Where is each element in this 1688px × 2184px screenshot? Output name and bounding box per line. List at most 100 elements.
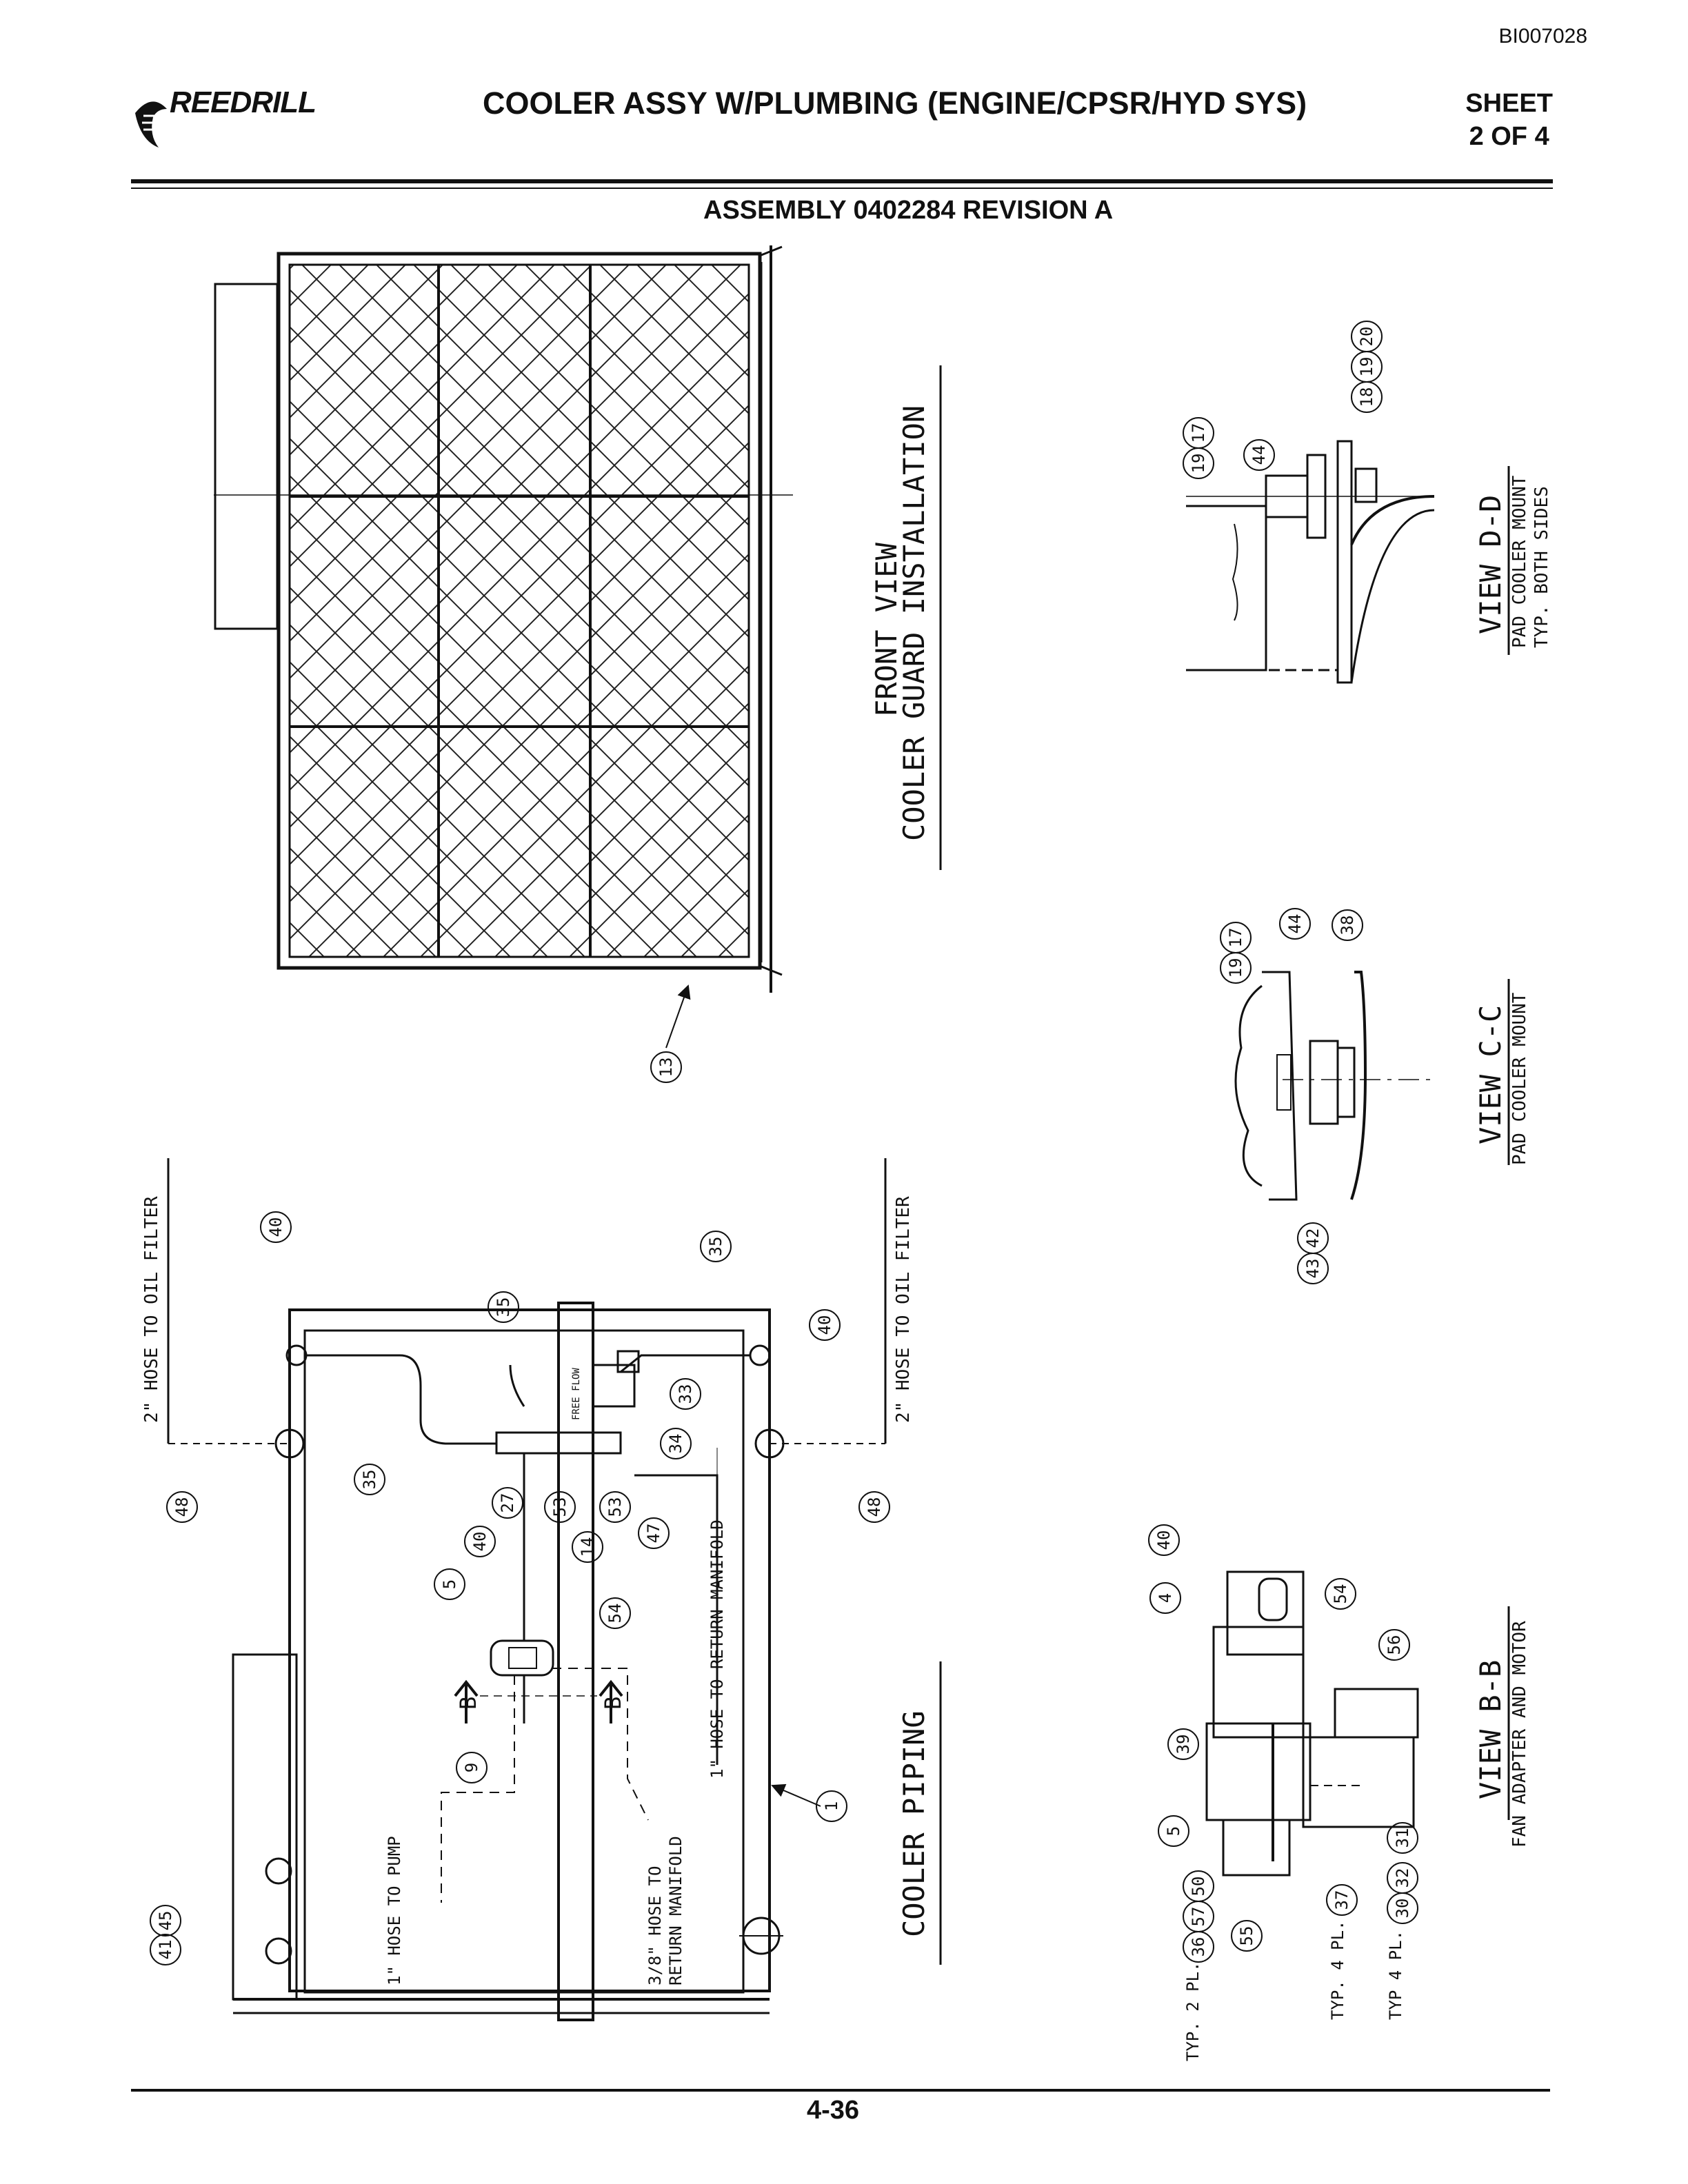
svg-text:54: 54 <box>605 1604 625 1624</box>
callout-13: 13 <box>650 1051 682 1083</box>
svg-text:1: 1 <box>822 1801 841 1811</box>
callout-31: 31 <box>1387 1822 1418 1854</box>
cooler-piping-view <box>167 1158 887 2021</box>
svg-text:35: 35 <box>360 1470 379 1490</box>
reedrill-logo-mark <box>135 101 167 148</box>
callout-32: 32 <box>1387 1862 1418 1894</box>
section-b-right: B <box>600 1697 626 1710</box>
callout-9: 9 <box>456 1752 488 1783</box>
callout-20: 20 <box>1351 321 1383 352</box>
callout-55: 55 <box>1231 1920 1263 1952</box>
sheet-indicator: SHEET 2 OF 4 <box>1465 87 1553 153</box>
check-valve-manifold <box>495 1431 622 1455</box>
svg-text:40: 40 <box>1154 1530 1174 1550</box>
svg-text:27: 27 <box>498 1493 517 1513</box>
svg-text:40: 40 <box>266 1217 285 1237</box>
svg-text:47: 47 <box>644 1524 663 1544</box>
hose-return-manifold-label: 1" HOSE TO RETURN MANIFOLD <box>707 1519 727 1779</box>
guard-frame <box>277 252 762 970</box>
cooler-outer-frame <box>288 1308 771 1992</box>
callout-35-right: 35 <box>700 1231 732 1262</box>
reedrill-logo-text: REEDRILL <box>170 85 316 119</box>
svg-text:45: 45 <box>156 1911 175 1931</box>
callout-40-right: 40 <box>809 1309 841 1341</box>
callout-1: 1 <box>816 1790 847 1822</box>
view-cc-subtitle: PAD COOLER MOUNT <box>1509 992 1530 1165</box>
callout-47: 47 <box>638 1517 670 1549</box>
free-flow-label: FREE FLOW <box>571 1368 582 1420</box>
sheet-label: SHEET <box>1465 89 1553 118</box>
callout-44-dd: 44 <box>1243 439 1275 471</box>
svg-text:33: 33 <box>676 1384 695 1404</box>
view-dd-subtitle2: TYP. BOTH SIDES <box>1531 486 1552 648</box>
svg-text:37: 37 <box>1332 1890 1352 1910</box>
callout-17-cc: 17 <box>1220 922 1252 953</box>
view-bb-title: VIEW B-B <box>1474 1660 1507 1799</box>
svg-text:50: 50 <box>1189 1877 1208 1897</box>
callout-39: 39 <box>1167 1728 1199 1760</box>
document-title: COOLER ASSY W/PLUMBING (ENGINE/CPSR/HYD … <box>483 85 1307 121</box>
svg-text:38: 38 <box>1338 916 1357 936</box>
callout-19-dd: 19 <box>1183 447 1214 479</box>
page-number: 4-36 <box>807 2096 860 2125</box>
cooler-center-beam <box>557 1302 594 2021</box>
view-cc-drawing <box>1234 971 1434 1201</box>
callout-45: 45 <box>150 1905 181 1937</box>
cooler-piping-title: COOLER PIPING <box>897 1710 931 1937</box>
callout-19-dd-b: 19 <box>1351 351 1383 383</box>
svg-text:5: 5 <box>1164 1826 1183 1836</box>
callout-43: 43 <box>1297 1253 1329 1284</box>
svg-text:35: 35 <box>494 1297 513 1317</box>
hose-return-38-line2: RETURN MANIFOLD <box>666 1836 685 1985</box>
header-rule-thin <box>131 188 1553 189</box>
svg-text:14: 14 <box>578 1537 597 1557</box>
svg-text:4: 4 <box>1156 1593 1175 1603</box>
svg-text:35: 35 <box>706 1237 725 1257</box>
svg-text:42: 42 <box>1303 1228 1323 1248</box>
svg-text:57: 57 <box>1189 1907 1208 1927</box>
svg-text:54: 54 <box>1331 1584 1350 1604</box>
callout-40-bb: 40 <box>1148 1524 1180 1556</box>
view-bb-subtitle: FAN ADAPTER AND MOTOR <box>1509 1621 1530 1848</box>
svg-text:48: 48 <box>865 1497 884 1517</box>
svg-text:36: 36 <box>1189 1937 1208 1957</box>
callout-41: 41 <box>150 1934 181 1965</box>
callout-17-dd: 17 <box>1183 417 1214 449</box>
callout-33: 33 <box>670 1378 701 1410</box>
svg-text:5: 5 <box>440 1579 459 1589</box>
svg-text:19: 19 <box>1189 454 1208 474</box>
callout-14: 14 <box>572 1531 603 1563</box>
svg-text:20: 20 <box>1357 327 1376 347</box>
callout-53-a: 53 <box>544 1491 576 1523</box>
svg-text:17: 17 <box>1226 928 1245 948</box>
view-dd-title: VIEW D-D <box>1474 495 1507 634</box>
guard-mesh <box>288 263 750 958</box>
document-id: BI007028 <box>1498 25 1587 48</box>
callout-48-left: 48 <box>166 1491 198 1523</box>
callout-37: 37 <box>1326 1884 1358 1916</box>
svg-text:31: 31 <box>1393 1828 1412 1848</box>
callout-56: 56 <box>1378 1629 1410 1661</box>
view-cc-title: VIEW C-C <box>1474 1005 1507 1144</box>
callout-42: 42 <box>1297 1222 1329 1254</box>
fan-motor-body <box>490 1639 554 1677</box>
typ-2pl-label: TYP. 2 PL. <box>1183 1962 1203 2062</box>
callout-44-cc: 44 <box>1279 908 1311 940</box>
callout-18: 18 <box>1351 381 1383 413</box>
view-bb-drawing <box>1205 1570 1419 1877</box>
svg-text:40: 40 <box>470 1532 490 1552</box>
callout-balloons: 13 1 40 40 40 40 35 35 35 48 48 27 53 5 3… <box>150 321 1418 1965</box>
typ-4pl-b-label: TYP 4 PL. <box>1386 1930 1405 2020</box>
callout-19-cc: 19 <box>1220 952 1252 984</box>
callout-5-bb: 5 <box>1158 1815 1189 1847</box>
section-b-left: B <box>455 1697 481 1710</box>
svg-text:41: 41 <box>156 1940 175 1960</box>
svg-text:48: 48 <box>172 1497 192 1517</box>
svg-text:53: 53 <box>550 1497 570 1517</box>
svg-text:18: 18 <box>1357 387 1376 407</box>
callout-54-piping: 54 <box>599 1597 631 1629</box>
front-view-title: FRONT VIEW <box>870 542 903 717</box>
svg-text:55: 55 <box>1237 1926 1256 1946</box>
svg-text:13: 13 <box>656 1058 676 1078</box>
